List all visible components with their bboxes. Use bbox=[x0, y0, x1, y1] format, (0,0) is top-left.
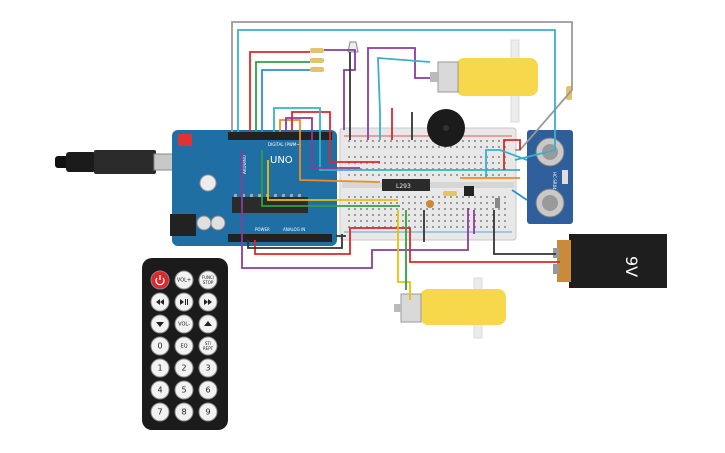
wire-green-16 bbox=[261, 150, 400, 207]
ic-label: L293 bbox=[396, 183, 411, 190]
vol-down-label: VOL- bbox=[178, 322, 190, 328]
eq-label: EQ bbox=[180, 344, 187, 350]
digit-1-button[interactable]: 1 bbox=[150, 358, 170, 378]
brand-label: UNO bbox=[270, 155, 293, 166]
power-label: POWER bbox=[255, 227, 270, 232]
l293-ic: L293 bbox=[382, 179, 430, 191]
wire-cyan-13 bbox=[273, 107, 520, 171]
digit-5-button[interactable]: 5 bbox=[174, 380, 194, 400]
wire-purple-14 bbox=[285, 117, 360, 169]
battery-9v: 9V bbox=[553, 234, 667, 288]
func-stop-label: FUNC/STOP bbox=[202, 275, 215, 285]
dc-motor-bottom bbox=[394, 277, 506, 339]
digit-4-label: 4 bbox=[157, 386, 162, 395]
usb-cable bbox=[55, 150, 185, 174]
wire-cyan-1 bbox=[237, 29, 556, 161]
digit-7-label: 7 bbox=[157, 408, 162, 417]
arduino-uno-board: DIGITAL (PWM~) UNO ARDUINO POWER ANALOG … bbox=[170, 130, 337, 246]
func-stop-button[interactable]: FUNC/STOP bbox=[198, 270, 218, 290]
wire-yellow-15 bbox=[267, 160, 398, 201]
play-pause-button[interactable] bbox=[174, 292, 194, 312]
wire-yellow-21 bbox=[397, 210, 411, 300]
analog-label: ANALOG IN bbox=[283, 227, 305, 232]
digital-label: DIGITAL (PWM~) bbox=[268, 142, 302, 147]
rewind-icon bbox=[156, 299, 164, 305]
digit-1-label: 1 bbox=[157, 364, 162, 373]
up-button[interactable] bbox=[198, 314, 218, 334]
wire-red-24 bbox=[503, 139, 521, 170]
wire-blue-28 bbox=[511, 189, 528, 201]
ir-remote: VOL+ FUNC/STOP VOL- 0 EQ ST/REPT 1 2 3 4 5 6 7 8 9 bbox=[142, 258, 228, 430]
digit-5-label: 5 bbox=[181, 386, 186, 395]
digit-2-label: 2 bbox=[181, 364, 186, 373]
ultrasonic-label: HC-SR04 bbox=[552, 172, 557, 190]
digit-3-label: 3 bbox=[205, 364, 210, 373]
eq-button[interactable]: EQ bbox=[174, 336, 194, 356]
power-button[interactable] bbox=[150, 270, 170, 290]
digit-9-button[interactable]: 9 bbox=[198, 402, 218, 422]
vol-up-label: VOL+ bbox=[177, 278, 191, 284]
wire-blue-4 bbox=[261, 69, 310, 132]
digit-9-label: 9 bbox=[205, 408, 210, 417]
digit-0-button[interactable]: 0 bbox=[150, 336, 170, 356]
prev-button[interactable] bbox=[150, 292, 170, 312]
wire-cyan-8 bbox=[377, 57, 431, 140]
battery-label: 9V bbox=[622, 256, 641, 277]
digit-0-label: 0 bbox=[157, 342, 162, 351]
play-pause-icon bbox=[180, 299, 188, 305]
digit-8-label: 8 bbox=[181, 408, 186, 417]
fast-forward-icon bbox=[204, 299, 212, 305]
sub-brand-label: ARDUINO bbox=[242, 155, 247, 174]
down-triangle-icon bbox=[156, 322, 164, 327]
wire-cyan-27 bbox=[485, 149, 528, 178]
wire-red-17 bbox=[254, 227, 560, 263]
wire-purple-19 bbox=[241, 150, 469, 269]
wire-purple-5 bbox=[324, 49, 356, 130]
resistors bbox=[310, 41, 572, 208]
digit-3-button[interactable]: 3 bbox=[198, 358, 218, 378]
wire-orange-11 bbox=[279, 119, 381, 183]
wire-purple-7 bbox=[367, 47, 430, 140]
wire-black-23 bbox=[493, 210, 556, 255]
down-button[interactable] bbox=[150, 314, 170, 334]
vol-down-button[interactable]: VOL- bbox=[174, 314, 194, 334]
ultrasonic-sensor: HC-SR04 bbox=[527, 130, 573, 224]
next-button[interactable] bbox=[198, 292, 218, 312]
digit-6-label: 6 bbox=[205, 386, 210, 395]
wire-green-3 bbox=[255, 61, 310, 132]
st-rept-button[interactable]: ST/REPT bbox=[198, 336, 218, 356]
dc-motor-top bbox=[430, 39, 538, 123]
wire-red-2 bbox=[249, 51, 310, 132]
wires bbox=[231, 21, 573, 300]
wire-black-18 bbox=[247, 234, 343, 249]
digit-7-button[interactable]: 7 bbox=[150, 402, 170, 422]
digit-2-button[interactable]: 2 bbox=[174, 358, 194, 378]
digit-6-button[interactable]: 6 bbox=[198, 380, 218, 400]
digit-8-button[interactable]: 8 bbox=[174, 402, 194, 422]
digit-4-button[interactable]: 4 bbox=[150, 380, 170, 400]
power-icon bbox=[155, 275, 165, 286]
up-triangle-icon bbox=[204, 321, 212, 326]
st-rept-label: ST/REPT bbox=[203, 341, 214, 351]
vol-up-button[interactable]: VOL+ bbox=[174, 270, 194, 290]
piezo-buzzer bbox=[427, 109, 465, 147]
